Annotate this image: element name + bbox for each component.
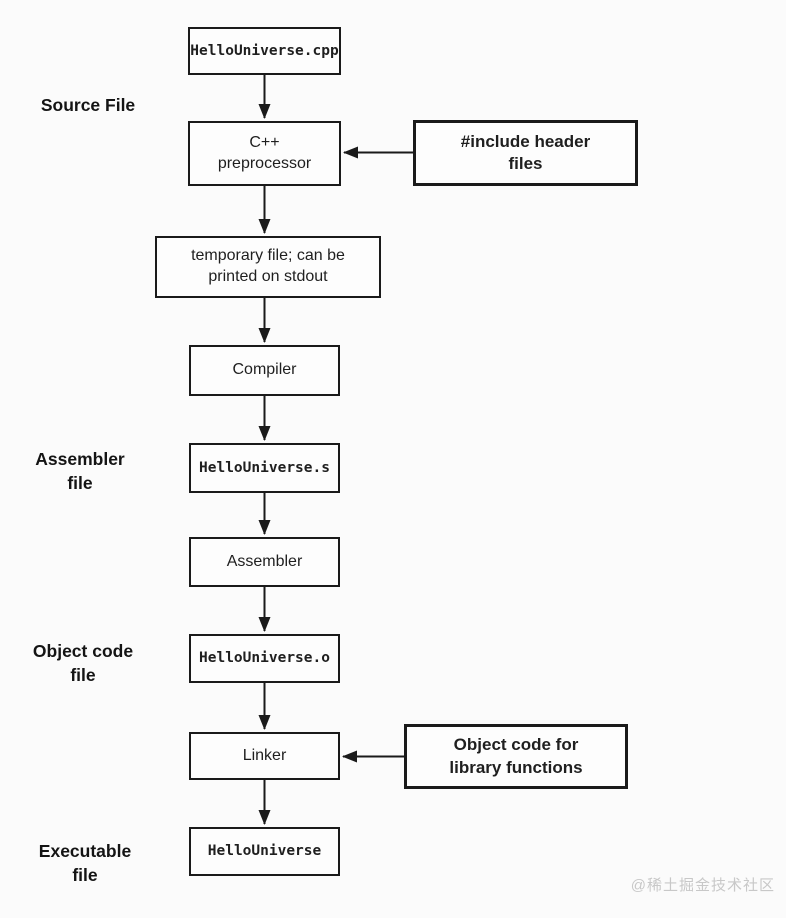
node-executable-label: HelloUniverse — [207, 843, 322, 860]
node-linker-label: Linker — [242, 746, 287, 764]
node-object-file: HelloUniverse.o — [189, 634, 340, 683]
node-library-objects: Object code for library functions — [404, 724, 628, 789]
node-assembler-label: Assembler — [226, 552, 303, 570]
watermark-text: @稀土掘金技术社区 — [630, 877, 775, 894]
node-library-objects-label: Object code for library functions — [449, 735, 583, 777]
node-compiler-label: Compiler — [232, 361, 297, 379]
node-assembly-file: HelloUniverse.s — [189, 443, 340, 493]
node-assembler: Assembler — [189, 537, 340, 587]
node-preprocessor: C++ preprocessor — [188, 121, 341, 186]
stage-label-executable-file: Executable file — [38, 841, 132, 885]
node-source-file-label: HelloUniverse.cpp — [190, 42, 339, 59]
stage-label-assembler-file: Assembler file — [35, 449, 125, 493]
node-include-headers-label: #include header files — [460, 131, 591, 173]
node-object-file-label: HelloUniverse.o — [199, 650, 330, 667]
node-executable: HelloUniverse — [189, 827, 340, 876]
node-assembly-file-label: HelloUniverse.s — [199, 459, 330, 476]
node-include-headers: #include header files — [413, 120, 638, 186]
stage-label-object-code-file: Object code file — [32, 641, 134, 685]
node-temp-file-label: temporary file; can be printed on stdout — [191, 247, 345, 285]
node-temp-file: temporary file; can be printed on stdout — [155, 236, 381, 298]
stage-label-source-file: Source File — [40, 95, 136, 115]
node-preprocessor-label: C++ preprocessor — [217, 133, 312, 172]
node-linker: Linker — [189, 732, 340, 780]
node-source-file: HelloUniverse.cpp — [188, 27, 341, 75]
node-compiler: Compiler — [189, 345, 340, 396]
